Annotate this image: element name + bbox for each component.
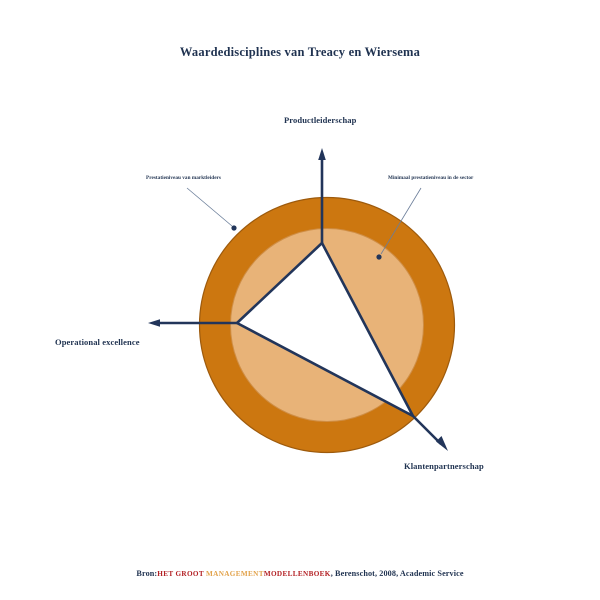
source-book-part3: MODELLENBOEK [263, 570, 331, 578]
discipline-triangle-outline [234, 240, 417, 420]
axis-arrow-customer-partnership [412, 415, 448, 451]
axis-arrow-product-leadership [318, 148, 326, 243]
source-book-part2: MANAGEMENT [206, 570, 264, 578]
discipline-triangle [237, 243, 413, 416]
source-prefix: Bron: [136, 569, 158, 578]
leader-line-minimum-sector-level [376, 187, 422, 260]
source-book-part1: HET GROOT [157, 570, 207, 578]
axis-arrow-operational-excellence [148, 319, 237, 327]
source-caption: Bron:HET GROOT MANAGEMENTMODELLENBOEK, B… [0, 569, 600, 578]
axis-label-operational-excellence: Operational excellence [55, 337, 140, 347]
annotation-minimum-sector-level: Minimaal prestatieniveau in de sector [388, 175, 474, 181]
axis-label-customer-partnership: Klantenpartnerschap [404, 461, 484, 471]
annotation-market-leader-level: Prestatieniveau van marktleiders [146, 175, 221, 181]
axis-label-product-leadership: Productleiderschap [284, 115, 357, 125]
source-rest: , Berenschot, 2008, Academic Service [330, 569, 464, 578]
leader-line-market-leader-level [186, 187, 237, 231]
page-title: Waardedisciplines van Treacy en Wiersema [179, 45, 421, 59]
